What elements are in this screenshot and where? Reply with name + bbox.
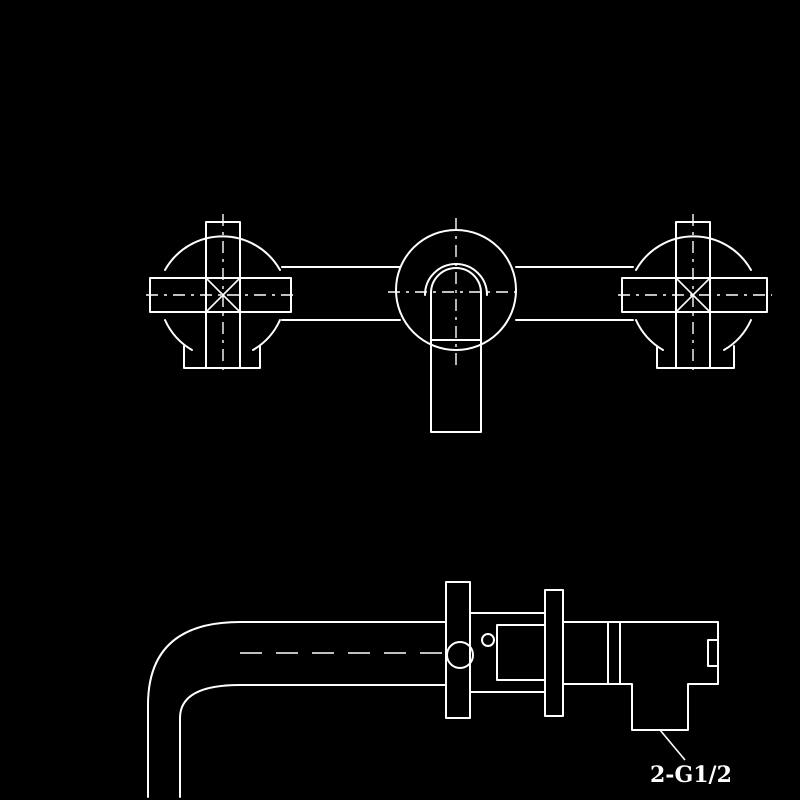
label-leader-line — [659, 729, 686, 761]
left-cross-handle — [146, 214, 296, 372]
connection-label: 2-G1/2 — [650, 762, 732, 788]
handle-plate-side — [445, 581, 546, 719]
front-body-bar — [281, 266, 634, 321]
curved-spout-side — [147, 621, 447, 798]
mounting-flange-side — [544, 589, 609, 717]
right-cross-handle — [618, 214, 772, 372]
side-view — [147, 581, 719, 798]
valve-body-side — [607, 621, 719, 731]
center-spout-front — [388, 218, 522, 433]
front-view — [146, 214, 772, 433]
